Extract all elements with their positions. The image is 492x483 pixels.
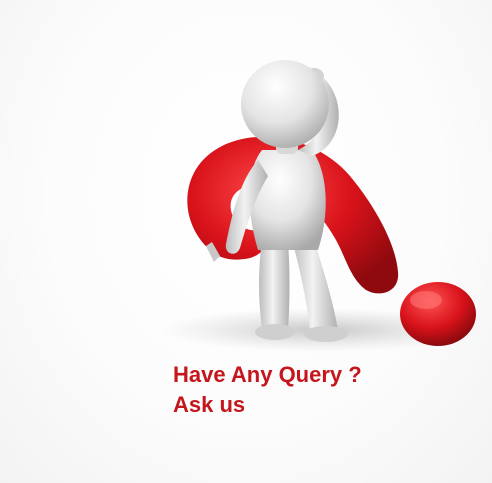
- query-caption: Have Any Query ? Ask us: [173, 360, 473, 420]
- question-mark-dot-icon: [400, 282, 476, 346]
- thinking-person-icon: [225, 60, 348, 342]
- thinking-person-question-mark-illustration: [160, 60, 480, 352]
- question-mark-icon: [187, 136, 399, 294]
- ask-us-link[interactable]: Ask us: [173, 392, 246, 417]
- caption-heading: Have Any Query ?: [173, 362, 362, 387]
